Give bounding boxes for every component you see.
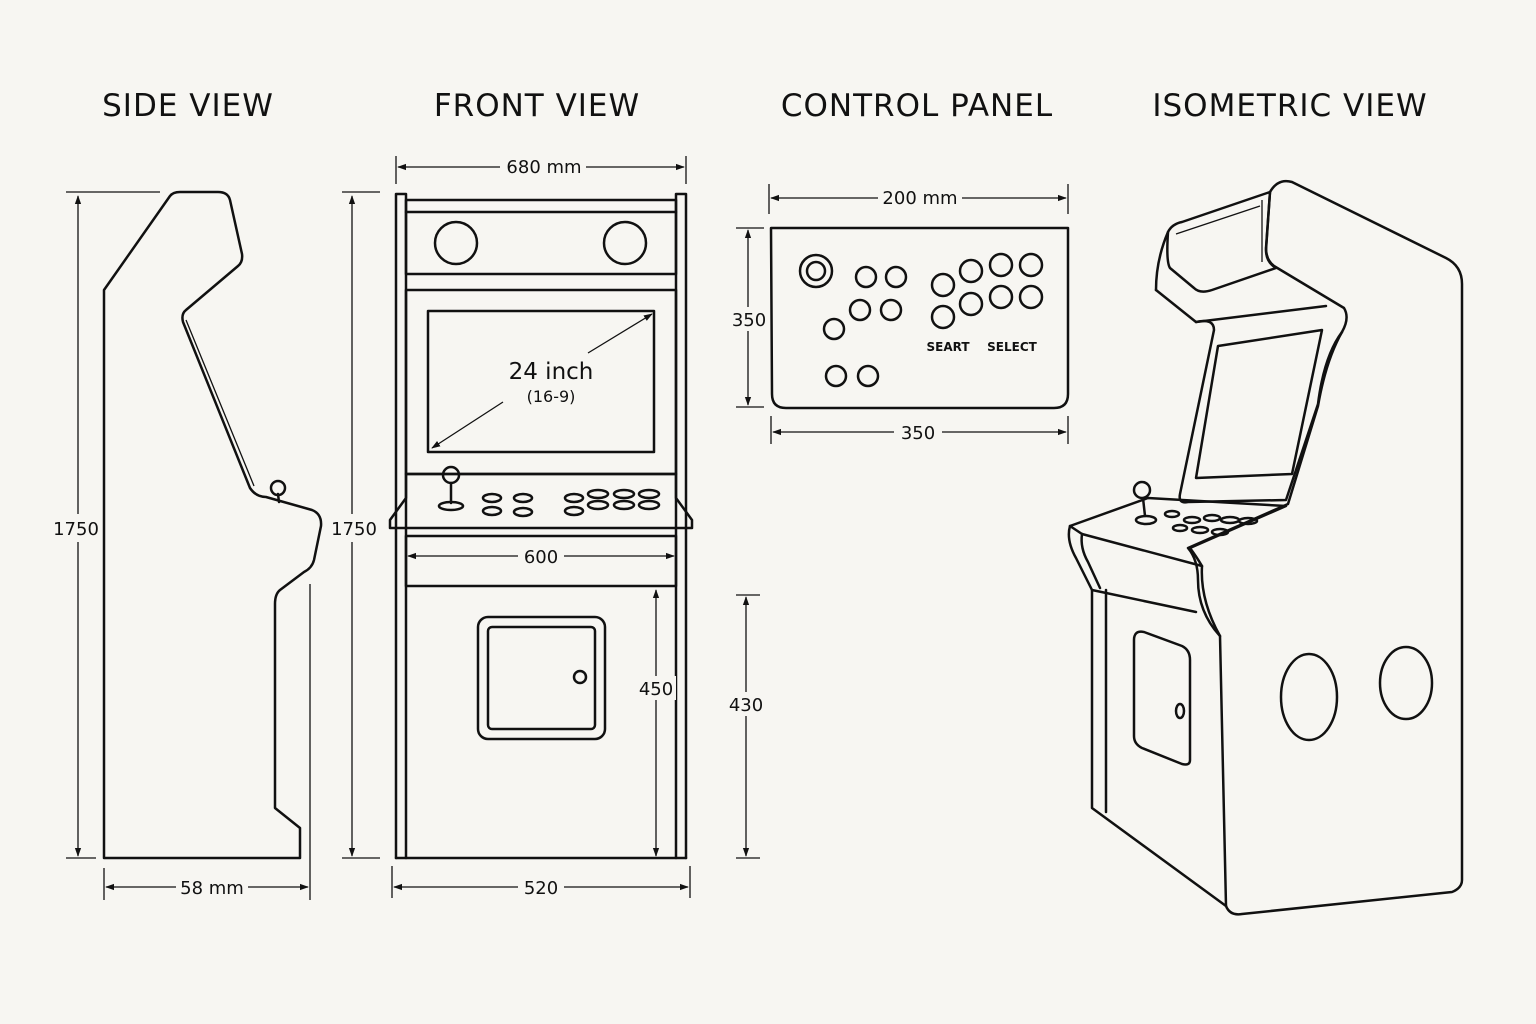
front-view: 680 mm 24 inch (16-9) (330, 155, 694, 899)
isometric-view (1067, 179, 1464, 916)
side-depth-label: 58 mm (180, 878, 244, 899)
control-panel-view: 200 mm SEART SELECT (724, 184, 1070, 859)
front-marquee (404, 198, 678, 276)
front-joystick (437, 465, 465, 512)
front-lower-height-label: 450 (639, 679, 673, 700)
front-screen-size-label: 24 inch (509, 359, 594, 385)
front-right-speaker (602, 220, 648, 266)
panel-outline (769, 226, 1070, 410)
panel-height-label: 350 (732, 310, 766, 331)
panel-joystick-inner (805, 260, 827, 282)
front-door-lock (572, 669, 588, 685)
panel-joystick-outer (798, 253, 834, 289)
iso-side-panel (1186, 179, 1464, 916)
front-screen (426, 309, 656, 454)
front-coin-door-frame (476, 615, 607, 741)
panel-bottom-width-label: 350 (901, 423, 935, 444)
iso-coin-door (1132, 630, 1192, 766)
front-coin-door (486, 625, 597, 731)
iso-right-speaker (1378, 645, 1434, 721)
front-panel-band (404, 534, 678, 588)
iso-joystick (1132, 480, 1158, 526)
front-screen-ratio-label: (16-9) (527, 387, 576, 406)
iso-screen-bezel (1178, 319, 1344, 504)
side-view: 1750 58 mm (50, 190, 323, 900)
front-screen-diagonal-b (431, 401, 504, 449)
side-view-title: SIDE VIEW (102, 88, 274, 124)
cabinet-height-label: 430 (729, 695, 763, 716)
front-left-speaker (433, 220, 479, 266)
front-top-width-label: 680 mm (506, 157, 581, 178)
side-joystick (269, 479, 287, 504)
front-left-rail (394, 192, 408, 860)
iso-door-lock (1174, 702, 1186, 720)
panel-select-label: SELECT (987, 340, 1037, 354)
front-height-label: 1750 (331, 519, 377, 540)
iso-lower-front (1090, 588, 1228, 908)
isometric-view-title: ISOMETRIC VIEW (1152, 88, 1427, 124)
front-screen-diagonal-a (587, 313, 653, 354)
panel-start-label: SEART (926, 340, 970, 354)
iso-buttons (1163, 509, 1259, 537)
front-base-width-label: 520 (524, 878, 558, 899)
iso-left-speaker (1279, 652, 1339, 742)
iso-marquee (1166, 190, 1278, 293)
front-control-panel (388, 472, 694, 530)
side-height-label: 1750 (53, 519, 99, 540)
front-buttons (481, 488, 661, 518)
front-panel-width-label: 600 (524, 547, 558, 568)
panel-left-buttons (822, 265, 908, 388)
side-profile-outline (102, 190, 323, 860)
panel-top-width-label: 200 mm (882, 188, 957, 209)
front-view-title: FRONT VIEW (434, 88, 640, 124)
panel-right-buttons (930, 252, 1044, 330)
iso-screen (1194, 328, 1324, 480)
front-right-rail (674, 192, 688, 860)
control-panel-title: CONTROL PANEL (781, 88, 1053, 124)
side-panel-edge (185, 319, 255, 487)
